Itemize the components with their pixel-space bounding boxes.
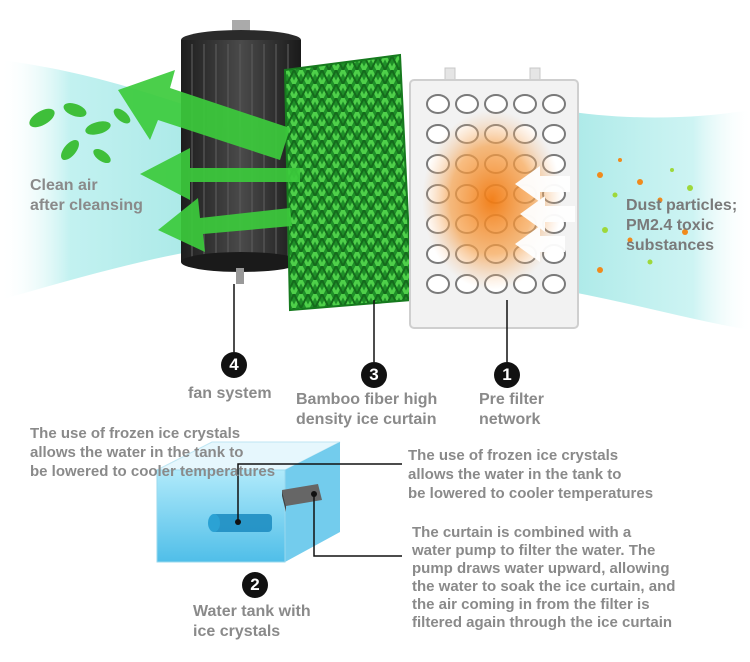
airflow-band-right [560,110,750,330]
water-tank [156,441,341,563]
tank-callout-lines [237,463,402,557]
label-fan: fan system [188,385,272,402]
ice-crystals-pack [208,514,272,532]
label-ice-right: The use of frozen ice crystals allows th… [408,447,654,502]
callout-lines [233,284,508,362]
inflow-arrows [515,166,575,262]
badge-fan: 4 [221,352,247,378]
badge-tank: 2 [242,572,268,598]
water-pump [282,484,322,512]
label-prefilter: Pre filter network [479,391,544,428]
badge-curtain: 3 [361,362,387,388]
leaves-decor [29,103,131,164]
dust-particles [597,158,693,273]
label-dust: Dust particles; PM2.4 toxic substances [626,197,738,254]
label-pump: The curtain is combined with a water pum… [412,524,676,631]
pre-filter [409,67,579,329]
outflow-arrows [118,70,300,252]
label-tank: Water tank with ice crystals [193,603,311,640]
badge-prefilter: 1 [494,362,520,388]
label-clean-air: Clean air after cleansing [30,177,143,214]
ice-curtain [283,53,414,312]
label-ice-left: The use of frozen ice crystals allows th… [30,425,276,480]
label-curtain: Bamboo fiber high density ice curtain [296,391,438,428]
